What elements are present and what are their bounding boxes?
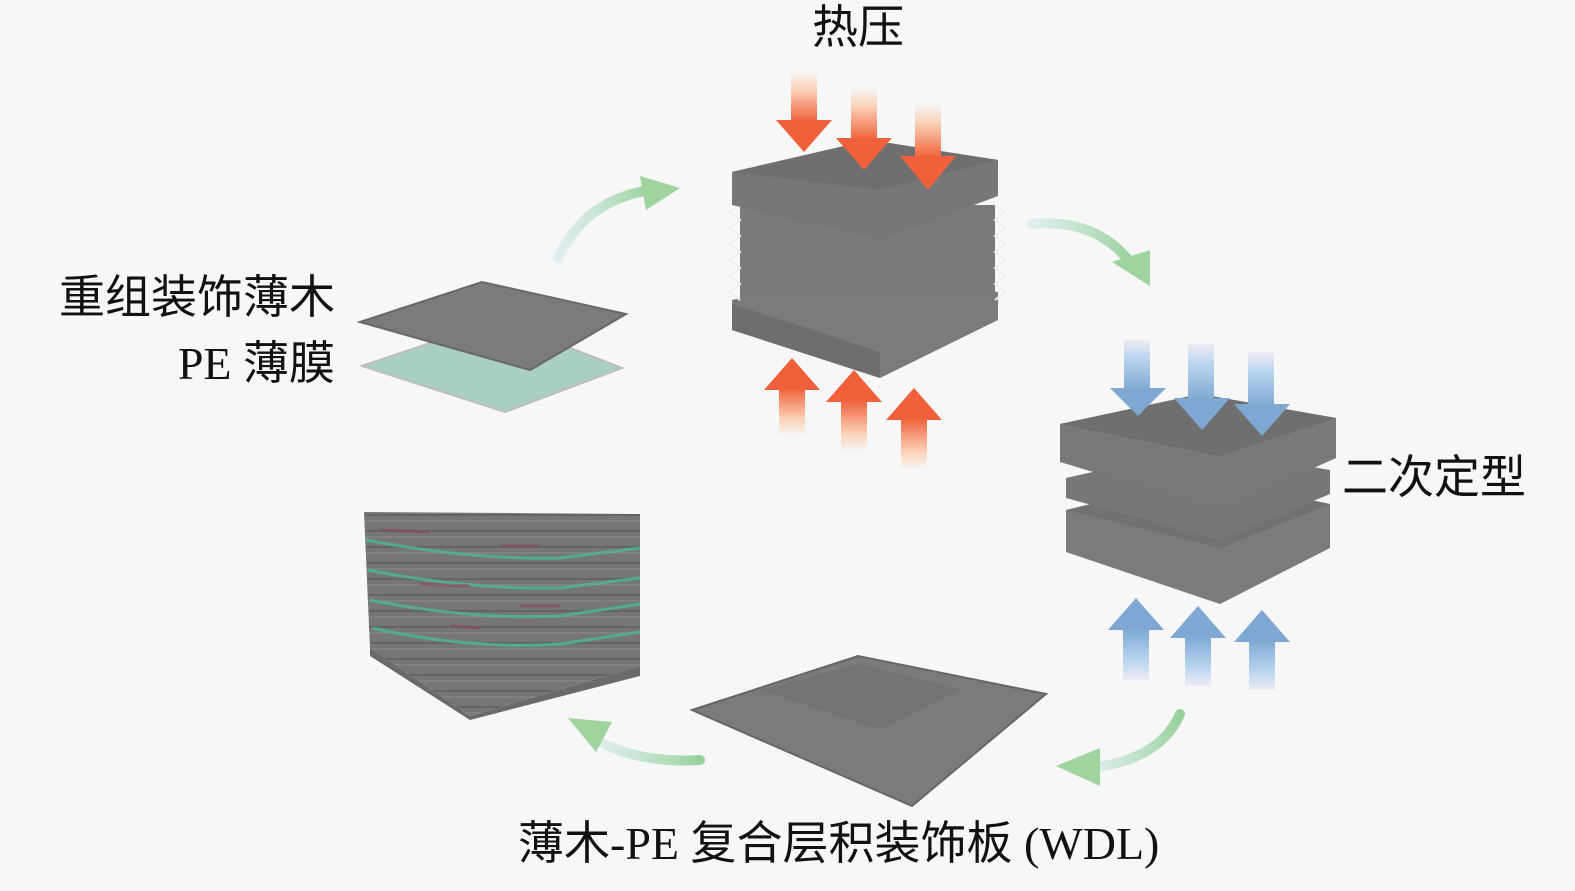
hot-arrow-icon bbox=[836, 88, 892, 170]
cool-arrow-icon bbox=[1110, 340, 1166, 416]
hot-arrow-icon bbox=[764, 358, 820, 436]
hot-arrows-up bbox=[764, 358, 942, 470]
cool-arrow-icon bbox=[1170, 606, 1226, 686]
hot-arrows-down bbox=[776, 72, 956, 190]
flow-arrow-1 bbox=[553, 176, 680, 263]
hot-press-label: 热压 bbox=[812, 2, 904, 53]
wdl-board bbox=[689, 654, 1049, 808]
hot-arrow-icon bbox=[900, 104, 956, 190]
veneer-accent-lines bbox=[379, 528, 560, 630]
wdl-product-label: 薄木-PE 复合层积装饰板 (WDL) bbox=[518, 818, 1160, 869]
flow-arrow-3 bbox=[1056, 709, 1185, 786]
secondary-setting-stack bbox=[1060, 394, 1336, 604]
cool-arrows-up bbox=[1108, 598, 1290, 690]
hot-arrow-icon bbox=[776, 72, 832, 152]
pe-layer-lines bbox=[365, 538, 641, 647]
veneer-sheet bbox=[356, 280, 629, 372]
cool-arrow-icon bbox=[1234, 610, 1290, 690]
hot-arrow-icon bbox=[886, 388, 942, 470]
cool-arrow-icon bbox=[1234, 352, 1290, 436]
stacked-laminate bbox=[364, 512, 641, 720]
pe-film-label: PE 薄膜 bbox=[177, 338, 335, 389]
flow-arrow-4 bbox=[568, 718, 705, 766]
cool-arrow-icon bbox=[1108, 598, 1164, 680]
hot-arrow-icon bbox=[826, 370, 882, 452]
hot-press-stack bbox=[728, 140, 1007, 378]
cool-arrow-icon bbox=[1174, 344, 1230, 430]
cool-arrows-down bbox=[1110, 340, 1290, 436]
secondary-setting-label: 二次定型 bbox=[1342, 452, 1526, 503]
flow-arrow-2 bbox=[1027, 218, 1150, 286]
veneer-label: 重组装饰薄木 bbox=[59, 272, 335, 323]
materials-layers bbox=[356, 280, 629, 414]
